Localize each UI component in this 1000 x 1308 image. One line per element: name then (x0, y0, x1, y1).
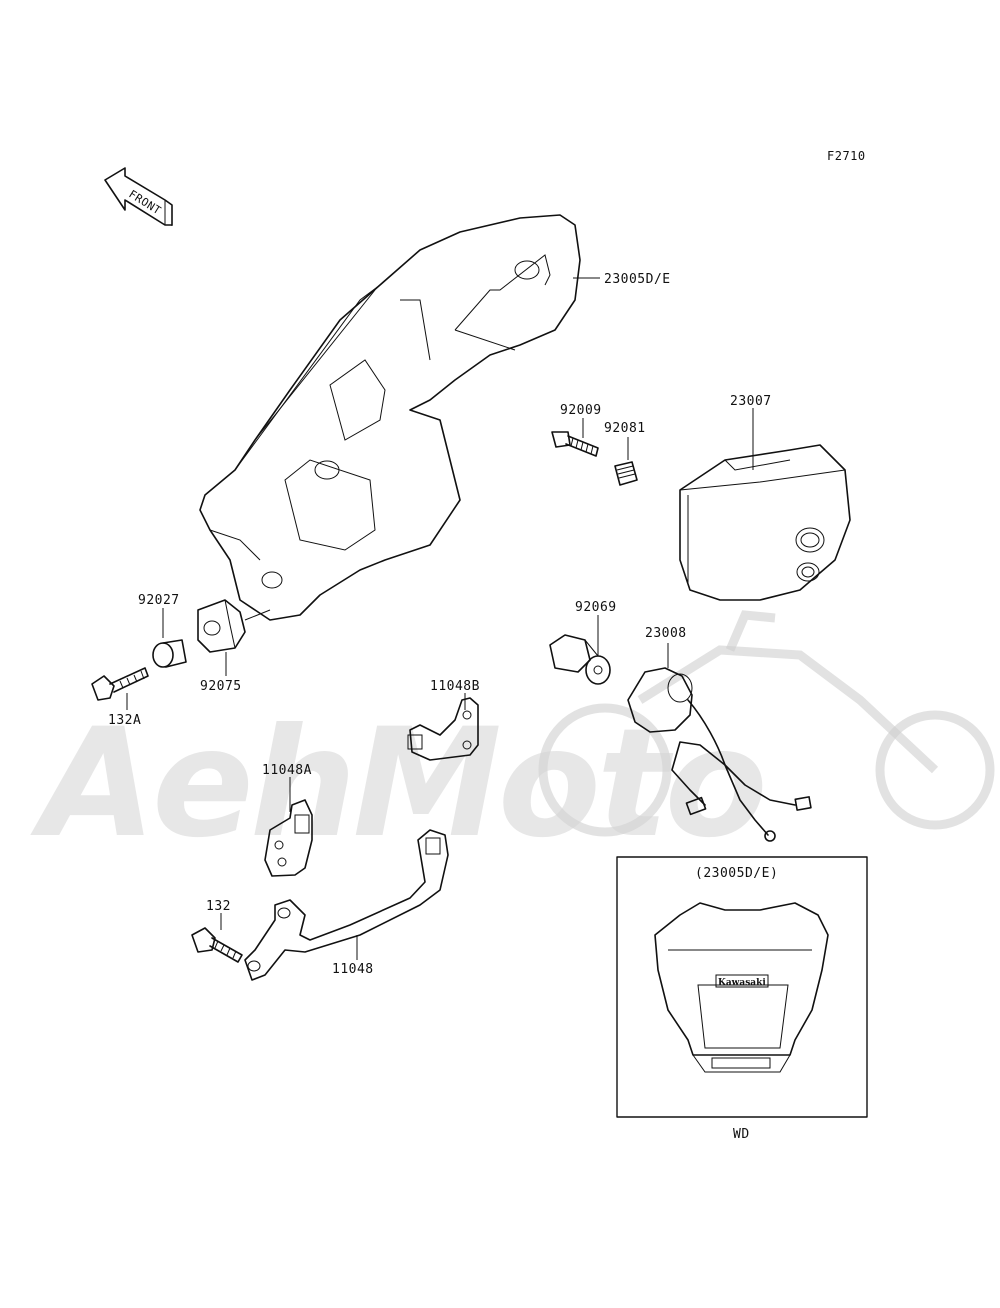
spring-92081 (614, 461, 638, 486)
front-arrow-icon: FRONT (104, 167, 173, 226)
label-23008: 23008 (645, 626, 687, 641)
bracket-11048 (244, 829, 449, 981)
bolt-132a (91, 667, 149, 701)
label-23005de: 23005D/E (604, 272, 671, 287)
collar-92027 (152, 639, 187, 668)
grommet-92075 (197, 599, 271, 653)
label-11048a: 11048A (262, 763, 312, 778)
inset-title: (23005D/E) (695, 866, 778, 881)
label-92027: 92027 (138, 593, 180, 608)
label-132: 132 (206, 899, 231, 914)
label-23007: 23007 (730, 394, 772, 409)
watermark-motorcycle-icon (538, 610, 995, 837)
bulb-92069 (549, 634, 611, 685)
label-92081: 92081 (604, 421, 646, 436)
watermark: AehMoto (30, 610, 995, 871)
inset-headlight-cover: Kawasaki (654, 902, 829, 1073)
bracket-11048a (264, 799, 313, 877)
label-92075: 92075 (200, 679, 242, 694)
inset-brand: Kawasaki (718, 978, 766, 988)
screw-92009 (551, 431, 599, 457)
label-11048: 11048 (332, 962, 374, 977)
watermark-text: AehMoto (30, 697, 764, 871)
label-11048b: 11048B (430, 679, 480, 694)
headlight-cover (199, 214, 581, 621)
bracket-11048b (407, 697, 479, 761)
label-132a: 132A (108, 713, 141, 728)
inset-box: (23005D/E) Kawasaki WD (616, 856, 868, 1142)
figure-code: F2710 (827, 149, 866, 163)
label-92009: 92009 (560, 403, 602, 418)
socket-23008 (627, 667, 812, 842)
headlight-unit-23007 (679, 444, 851, 601)
inset-model-label: WD (733, 1127, 750, 1142)
label-92069: 92069 (575, 600, 617, 615)
bolt-132 (191, 927, 243, 963)
